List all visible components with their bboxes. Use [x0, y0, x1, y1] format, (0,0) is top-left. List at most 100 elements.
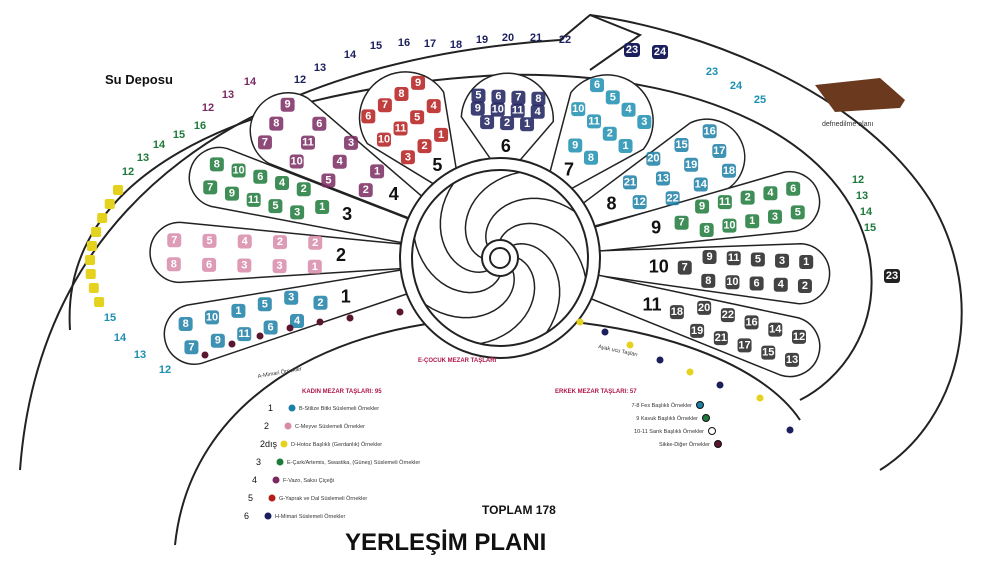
- grave-stone[interactable]: 5: [268, 199, 283, 214]
- grave-stone[interactable]: 2: [358, 183, 373, 198]
- grave-stone[interactable]: 2: [602, 126, 617, 141]
- grave-stone[interactable]: 10: [722, 218, 737, 233]
- grave-stone[interactable]: 9: [224, 186, 239, 201]
- yellow-stone[interactable]: [94, 297, 105, 307]
- ring-stone[interactable]: 14: [153, 139, 166, 151]
- grave-stone[interactable]: 15: [761, 345, 776, 360]
- ring-stone[interactable]: 23: [884, 269, 900, 283]
- ring-stone[interactable]: 22: [559, 34, 571, 46]
- yellow-stone[interactable]: [97, 213, 108, 223]
- grave-stone[interactable]: 2: [296, 182, 311, 197]
- grave-stone[interactable]: 8: [178, 317, 193, 332]
- grave-stone[interactable]: 9: [411, 75, 426, 90]
- grave-stone[interactable]: 5: [471, 88, 486, 103]
- grave-stone[interactable]: 2: [417, 139, 432, 154]
- grave-stone[interactable]: 8: [209, 157, 224, 172]
- ring-stone[interactable]: 12: [122, 166, 134, 178]
- grave-stone[interactable]: 4: [530, 104, 545, 119]
- grave-stone[interactable]: 3: [775, 253, 790, 268]
- yellow-stone[interactable]: [86, 241, 97, 251]
- grave-stone[interactable]: 11: [246, 192, 261, 207]
- grave-stone[interactable]: 4: [275, 176, 290, 191]
- grave-stone[interactable]: 11: [587, 114, 602, 129]
- grave-stone[interactable]: 6: [749, 276, 764, 291]
- ring-stone[interactable]: 15: [173, 129, 185, 141]
- grave-stone[interactable]: 5: [257, 297, 272, 312]
- grave-stone[interactable]: 18: [721, 163, 736, 178]
- grave-stone[interactable]: 10: [725, 275, 740, 290]
- grave-stone[interactable]: 3: [637, 115, 652, 130]
- ring-stone[interactable]: 13: [137, 152, 149, 164]
- grave-stone[interactable]: 13: [784, 352, 799, 367]
- grave-stone[interactable]: 11: [726, 251, 741, 266]
- grave-stone[interactable]: 4: [426, 99, 441, 114]
- grave-stone[interactable]: 1: [231, 303, 246, 318]
- grave-stone[interactable]: 4: [237, 234, 252, 249]
- grave-stone[interactable]: 10: [205, 310, 220, 325]
- grave-stone[interactable]: 5: [202, 233, 217, 248]
- ring-stone[interactable]: 24: [730, 80, 743, 92]
- grave-stone[interactable]: 10: [289, 154, 304, 169]
- grave-stone[interactable]: 1: [618, 139, 633, 154]
- grave-stone[interactable]: 6: [253, 169, 268, 184]
- ring-stone[interactable]: 13: [222, 89, 234, 101]
- ring-stone[interactable]: 21: [530, 32, 542, 44]
- grave-stone[interactable]: 9: [568, 138, 583, 153]
- grave-stone[interactable]: 17: [737, 338, 752, 353]
- grave-stone[interactable]: 12: [792, 329, 807, 344]
- grave-stone[interactable]: 7: [184, 340, 199, 355]
- grave-stone[interactable]: 15: [674, 137, 689, 152]
- ring-stone[interactable]: 14: [244, 76, 257, 88]
- grave-stone[interactable]: 1: [434, 127, 449, 142]
- grave-stone[interactable]: 11: [717, 195, 732, 210]
- grave-stone[interactable]: 7: [674, 215, 689, 230]
- grave-stone[interactable]: 1: [520, 117, 535, 132]
- grave-stone[interactable]: 9: [210, 333, 225, 348]
- grave-stone[interactable]: 3: [480, 115, 495, 130]
- grave-stone[interactable]: 5: [410, 110, 425, 125]
- grave-stone[interactable]: 19: [690, 323, 705, 338]
- grave-stone[interactable]: 16: [702, 124, 717, 139]
- ring-stone[interactable]: 14: [114, 332, 127, 344]
- grave-stone[interactable]: 1: [307, 259, 322, 274]
- ring-stone[interactable]: 15: [104, 312, 116, 324]
- grave-stone[interactable]: 5: [321, 173, 336, 188]
- grave-stone[interactable]: 13: [655, 171, 670, 186]
- grave-stone[interactable]: 3: [400, 150, 415, 165]
- ring-stone[interactable]: 19: [476, 34, 488, 46]
- grave-stone[interactable]: 8: [269, 116, 284, 131]
- grave-stone[interactable]: 3: [284, 290, 299, 305]
- grave-stone[interactable]: 2: [740, 190, 755, 205]
- yellow-stone[interactable]: [85, 255, 96, 265]
- grave-stone[interactable]: 8: [531, 91, 546, 106]
- grave-stone[interactable]: 1: [370, 164, 385, 179]
- yellow-stone[interactable]: [85, 269, 96, 279]
- grave-stone[interactable]: 9: [280, 97, 295, 112]
- grave-stone[interactable]: 14: [768, 322, 783, 337]
- grave-stone[interactable]: 5: [790, 205, 805, 220]
- grave-stone[interactable]: 11: [393, 121, 408, 136]
- grave-stone[interactable]: 9: [695, 199, 710, 214]
- grave-stone[interactable]: 16: [744, 315, 759, 330]
- grave-stone[interactable]: 10: [231, 163, 246, 178]
- grave-stone[interactable]: 10: [376, 132, 391, 147]
- ring-stone[interactable]: 23: [706, 66, 718, 78]
- grave-stone[interactable]: 1: [745, 214, 760, 229]
- grave-stone[interactable]: 6: [202, 257, 217, 272]
- grave-stone[interactable]: 6: [491, 89, 506, 104]
- grave-stone[interactable]: 18: [669, 305, 684, 320]
- grave-stone[interactable]: 10: [490, 102, 505, 117]
- grave-stone[interactable]: 2: [797, 278, 812, 293]
- grave-stone[interactable]: 2: [272, 235, 287, 250]
- ring-stone[interactable]: 14: [860, 206, 873, 218]
- grave-stone[interactable]: 11: [300, 135, 315, 150]
- grave-stone[interactable]: 9: [702, 249, 717, 264]
- grave-stone[interactable]: 22: [720, 308, 735, 323]
- grave-stone[interactable]: 3: [237, 258, 252, 273]
- grave-stone[interactable]: 7: [203, 180, 218, 195]
- grave-stone[interactable]: 8: [701, 273, 716, 288]
- ring-stone[interactable]: 15: [370, 40, 382, 52]
- grave-stone[interactable]: 3: [344, 135, 359, 150]
- grave-stone[interactable]: 22: [665, 191, 680, 206]
- grave-stone[interactable]: 4: [290, 313, 305, 328]
